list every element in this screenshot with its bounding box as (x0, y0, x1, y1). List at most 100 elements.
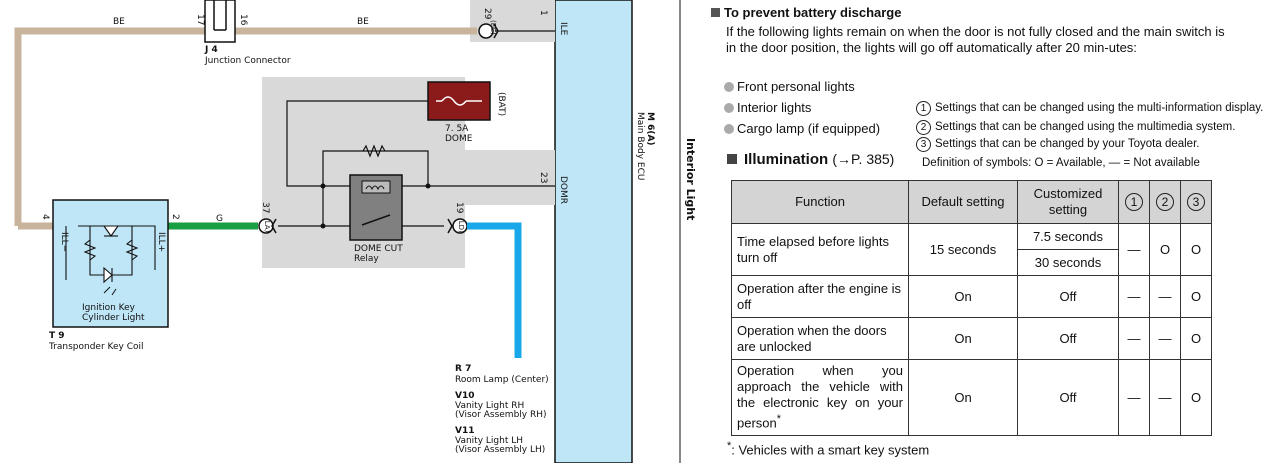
header-col1: 1 (1118, 180, 1150, 224)
heading-square-icon (711, 8, 720, 17)
table-header-row: Function Default setting Customized sett… (731, 180, 1212, 224)
pin-19: 19 (454, 202, 464, 214)
wiring-diagram (14, 0, 681, 463)
footnote: *: Vehicles with a smart key system (727, 440, 930, 458)
ecu-code: M 6(A) (645, 112, 655, 146)
r7-code: R 7 (455, 364, 472, 374)
pin-23: 23 (538, 172, 548, 184)
conn-la: (LA) (263, 218, 271, 233)
row4-default: On (908, 359, 1018, 436)
j4-connector (204, 0, 236, 43)
row4-custom: Off (1017, 359, 1119, 436)
row2-custom: Off (1017, 275, 1119, 318)
bullet-item: Cargo lamp (if equipped) (724, 121, 880, 136)
bullet-item: Interior lights (724, 100, 811, 115)
ecu-pin-domr: DOMR (558, 176, 568, 205)
pin-29: 29 (482, 8, 492, 20)
row3-c1: — (1118, 317, 1150, 360)
row2-default: On (908, 275, 1018, 318)
conn-ld: (LD) (457, 218, 465, 233)
wire-be (14, 27, 477, 226)
row2-function: Operation after the engine is off (731, 275, 909, 318)
ecu-block (554, 0, 633, 463)
row2-c2: — (1149, 275, 1181, 318)
v10-name-1: Vanity Light RH (455, 401, 525, 411)
v11-name-2: (Visor Assembly LH) (455, 445, 546, 455)
v11-code: V11 (455, 426, 475, 436)
j4-code: J 4 (205, 45, 218, 55)
header-custom: Customized setting (1017, 180, 1119, 224)
r7-name: Room Lamp (Center) (455, 375, 549, 385)
t9-name: Transponder Key Coil (49, 342, 144, 352)
wire-label-be-left: BE (113, 17, 125, 27)
j4-name: Junction Connector (205, 56, 291, 66)
light-name-1: Ignition Key (82, 303, 135, 313)
ill-minus: ILL− (59, 232, 69, 253)
relay-name: DOME CUT (354, 244, 403, 254)
ill-plus: ILL+ (156, 232, 166, 253)
v11-name-1: Vanity Light LH (455, 436, 523, 446)
v10-code: V10 (455, 391, 475, 401)
header-default: Default setting (908, 180, 1018, 224)
row4-c2: — (1149, 359, 1181, 436)
pin-1: 1 (538, 10, 548, 16)
row2-c3: O (1180, 275, 1212, 318)
heading-square-icon (727, 154, 737, 164)
header-function: Function (731, 180, 909, 224)
row3-function: Operation when the doors are unlocked (731, 317, 909, 360)
row3-c3: O (1180, 317, 1212, 360)
t9-code: T 9 (49, 331, 65, 341)
table-row: 30 seconds (732, 249, 1212, 276)
bullet-item: Front personal lights (724, 79, 855, 94)
relay-sub: Relay (354, 254, 379, 264)
ecu-pin-ile: ILE (558, 22, 568, 36)
pin-16: 16 (238, 14, 248, 26)
ecu-name: Main Body ECU (635, 112, 645, 181)
row1-custom-b: 30 seconds (1017, 249, 1119, 276)
table-row: Time elapsed before lights turn off 15 s… (731, 223, 1212, 276)
symbol-definition: Definition of symbols: O = Available, — … (922, 157, 1200, 169)
conn-ec: (EC) (489, 20, 497, 35)
manual-page: To prevent battery discharge If the foll… (700, 0, 1278, 463)
header-col3: 3 (1180, 180, 1212, 224)
table-row: Operation when the doors are unlocked On… (731, 317, 1212, 360)
fuse-name: DOME (445, 134, 473, 144)
table-row: Operation when you approach the vehicle … (731, 359, 1212, 436)
bullet-dot-icon (724, 103, 734, 113)
row1-default: 15 seconds (908, 223, 1018, 276)
pin-2: 2 (170, 214, 180, 220)
row4-c1: — (1118, 359, 1150, 436)
header-col2: 2 (1149, 180, 1181, 224)
light-name-2: Cylinder Light (82, 313, 145, 323)
table-row: Operation after the engine is off On Off… (731, 275, 1212, 318)
ignition-light-box (52, 199, 169, 328)
row3-custom: Off (1017, 317, 1119, 360)
row1-c3: O (1180, 223, 1212, 276)
page-ref-link[interactable]: (→P. 385) (832, 151, 895, 167)
row1-c2: O (1149, 223, 1181, 276)
fuse-rating: 7. 5A (445, 124, 469, 134)
pin-37: 37 (260, 202, 270, 214)
row1-function: Time elapsed before lights turn off (731, 223, 909, 276)
bat-label: (BAT) (496, 92, 506, 117)
row2-c1: — (1118, 275, 1150, 318)
row3-c2: — (1149, 317, 1181, 360)
connector-29 (478, 23, 494, 39)
illumination-title: Illumination (→P. 385) (727, 151, 894, 168)
relay-area (262, 77, 555, 268)
wire-label-g: G (216, 214, 223, 224)
connector-37 (258, 218, 274, 234)
wire-blue (467, 222, 522, 358)
settings-table: Function Default setting Customized sett… (731, 180, 1212, 436)
pin-17: 17 (195, 14, 205, 26)
row4-function: Operation when you approach the vehicle … (731, 359, 909, 436)
bullet-dot-icon (724, 124, 734, 134)
row4-c3: O (1180, 359, 1212, 436)
discharge-heading: To prevent battery discharge (711, 5, 901, 20)
page-side-title: Interior Light (684, 138, 697, 221)
v10-name-2: (Visor Assembly RH) (455, 410, 547, 420)
pin-4: 4 (40, 214, 50, 220)
